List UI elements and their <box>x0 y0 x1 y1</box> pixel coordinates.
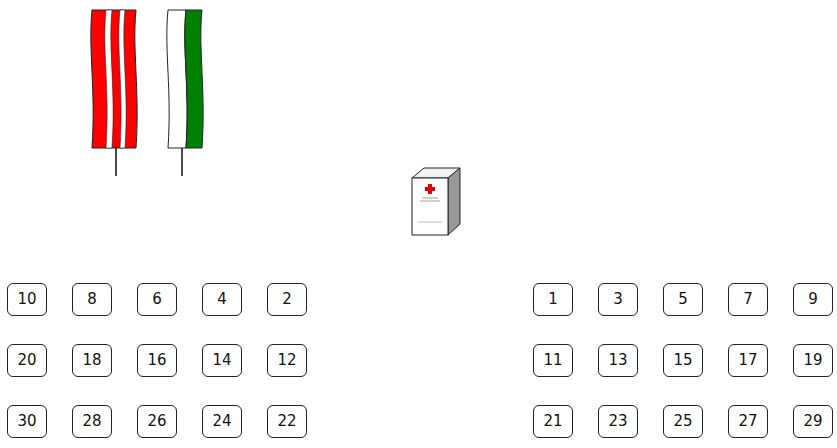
seat-number: 13 <box>608 352 627 369</box>
seat-box: 3 <box>598 283 638 316</box>
seat-box: 26 <box>137 405 177 438</box>
seat-box: 9 <box>793 283 833 316</box>
seat-box: 23 <box>598 405 638 438</box>
seat-box: 24 <box>202 405 242 438</box>
seat-number: 29 <box>803 413 822 430</box>
seat-number: 17 <box>738 352 757 369</box>
seat-number: 10 <box>17 291 36 308</box>
seat-box: 16 <box>137 344 177 377</box>
seat-number: 5 <box>678 291 688 308</box>
seat-box: 30 <box>7 405 47 438</box>
seat-box: 8 <box>72 283 112 316</box>
seat-number: 7 <box>743 291 753 308</box>
red-white-flag <box>91 10 137 176</box>
seat-number: 9 <box>808 291 818 308</box>
seat-box: 27 <box>728 405 768 438</box>
seat-box: 25 <box>663 405 703 438</box>
seat-number: 26 <box>147 413 166 430</box>
seat-number: 30 <box>17 413 36 430</box>
seat-number: 25 <box>673 413 692 430</box>
seat-box: 12 <box>267 344 307 377</box>
seat-box: 2 <box>267 283 307 316</box>
seat-box: 7 <box>728 283 768 316</box>
seat-number: 11 <box>543 352 562 369</box>
white-green-flag <box>167 10 203 176</box>
seat-box: 1 <box>533 283 573 316</box>
seat-box: 28 <box>72 405 112 438</box>
seat-box: 10 <box>7 283 47 316</box>
seat-number: 2 <box>282 291 292 308</box>
seat-box: 29 <box>793 405 833 438</box>
seat-number: 16 <box>147 352 166 369</box>
seat-number: 3 <box>613 291 623 308</box>
seat-box: 5 <box>663 283 703 316</box>
seat-number: 19 <box>803 352 822 369</box>
seat-number: 6 <box>152 291 162 308</box>
seat-box: 6 <box>137 283 177 316</box>
seat-number: 27 <box>738 413 757 430</box>
seat-box: 22 <box>267 405 307 438</box>
seat-box: 19 <box>793 344 833 377</box>
seat-box: 11 <box>533 344 573 377</box>
seat-number: 23 <box>608 413 627 430</box>
seat-number: 15 <box>673 352 692 369</box>
seat-box: 18 <box>72 344 112 377</box>
seat-box: 15 <box>663 344 703 377</box>
seat-number: 20 <box>17 352 36 369</box>
seat-number: 18 <box>82 352 101 369</box>
seat-box: 14 <box>202 344 242 377</box>
ballot-box <box>412 168 460 235</box>
seat-box: 21 <box>533 405 573 438</box>
seat-number: 12 <box>277 352 296 369</box>
seat-number: 21 <box>543 413 562 430</box>
seat-number: 24 <box>212 413 231 430</box>
seat-box: 17 <box>728 344 768 377</box>
seat-number: 8 <box>87 291 97 308</box>
seat-number: 4 <box>217 291 227 308</box>
seat-box: 20 <box>7 344 47 377</box>
seat-number: 14 <box>212 352 231 369</box>
seat-number: 22 <box>277 413 296 430</box>
seat-box: 4 <box>202 283 242 316</box>
seat-number: 28 <box>82 413 101 430</box>
seat-number: 1 <box>548 291 558 308</box>
seat-box: 13 <box>598 344 638 377</box>
